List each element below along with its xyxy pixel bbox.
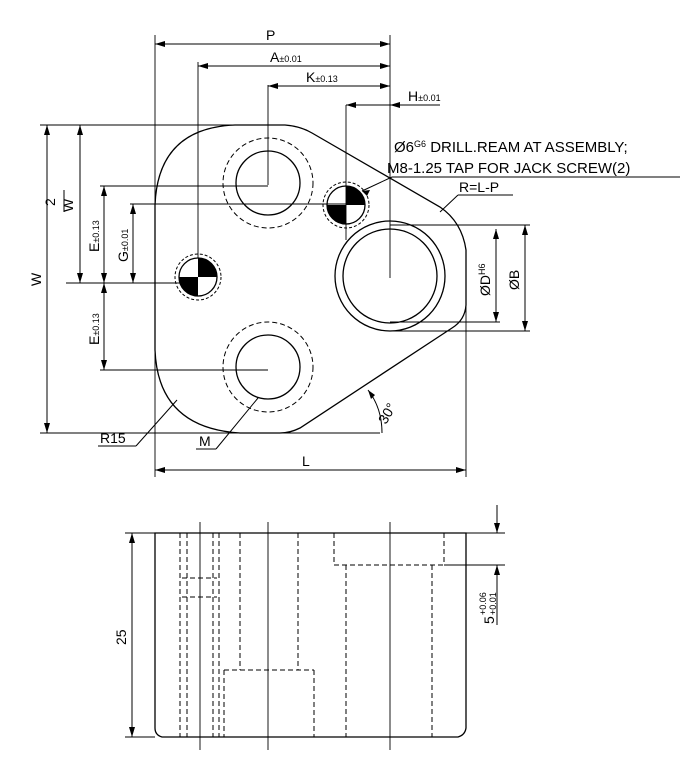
- dim-p: P: [266, 27, 275, 43]
- lower-hole: [235, 334, 301, 400]
- dim-depth-tol-upper: +0.06: [478, 592, 488, 615]
- note-line-1: Ø6G6 DRILL.REAM AT ASSEMBLY;: [394, 139, 628, 156]
- dim-w-half-num: W: [60, 198, 76, 212]
- dim-b: ØB: [506, 270, 522, 290]
- dim-w-half-den: 2: [42, 198, 58, 206]
- dim-l: L: [302, 453, 310, 469]
- part-outline: [154, 124, 467, 434]
- lower-counterbore: [222, 321, 314, 413]
- dim-d: ØDH6: [477, 263, 493, 296]
- dim-a: A±0.01: [270, 49, 302, 65]
- dim-angle: 30°: [375, 400, 399, 426]
- top-view: P A±0.01 K±0.13 H±0.01 W W 2 E±0.13 G±0.…: [28, 27, 680, 477]
- dim-depth-tol-lower: +0.01: [488, 592, 498, 615]
- side-outline: [154, 532, 467, 738]
- dim-k: K±0.13: [306, 69, 338, 85]
- dim-depth: 5: [481, 616, 497, 624]
- dim-thickness: 25: [113, 629, 129, 645]
- side-view: 25 5 +0.06 +0.01: [113, 505, 505, 750]
- dim-h: H±0.01: [408, 88, 441, 104]
- dim-m: M: [199, 433, 211, 449]
- dowel-symbol-left: [174, 253, 222, 301]
- dim-r-lp: R=L-P: [459, 179, 499, 195]
- dim-g: G±0.01: [115, 229, 131, 262]
- note-line-2: M8-1.25 TAP FOR JACK SCREW(2): [387, 160, 630, 177]
- dim-e-upper: E±0.13: [86, 220, 102, 252]
- dim-w: W: [28, 272, 44, 286]
- dim-e-lower: E±0.13: [86, 313, 102, 345]
- dim-r15: R15: [100, 430, 126, 446]
